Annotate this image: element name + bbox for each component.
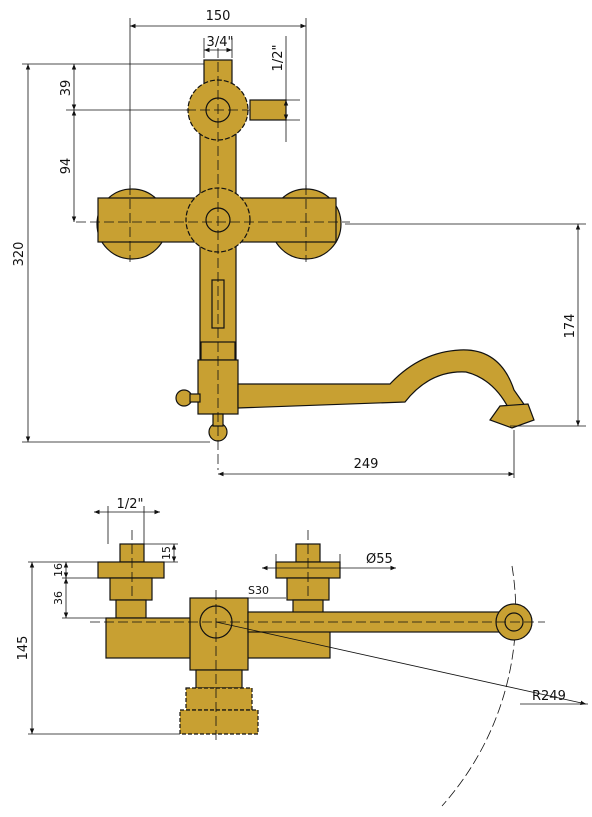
outlet-nipple: [249, 99, 287, 121]
dim-line-radius: [215, 621, 587, 705]
dim-outlet-label: 1/2": [271, 45, 286, 72]
gear-knob-upper: [185, 687, 253, 711]
aerator: [489, 403, 535, 429]
front-extension-lines: [22, 18, 586, 478]
front-center-lines: [76, 48, 350, 470]
side-view: 1/2" 15 16 36 145 Ø55 S30 R249: [16, 497, 588, 807]
dim-39-label: 39: [59, 80, 74, 97]
dim-thread-label: 1/2": [117, 497, 144, 512]
gear-knob-lower: [179, 709, 259, 735]
front-dimension-labels: 150 3/4" 1/2" 39 94 320 174 249: [12, 9, 578, 472]
left-hex: [109, 577, 153, 601]
left-stem: [115, 599, 147, 619]
side-dimension-labels: 1/2" 15 16 36 145 Ø55 S30 R249: [16, 497, 566, 704]
dim-320-label: 320: [12, 242, 27, 267]
diverter-stem: [189, 393, 201, 403]
dim-174-label: 174: [563, 314, 578, 339]
dim-36-label: 36: [52, 591, 65, 605]
left-collar: [97, 561, 165, 579]
front-dimension-lines: [25, 23, 581, 477]
dim-inlet-label: 3/4": [207, 35, 234, 50]
dim-width-label: 150: [206, 9, 231, 24]
side-dimension-lines: [29, 509, 588, 734]
dim-15-label: 15: [160, 546, 173, 560]
dim-94-label: 94: [59, 158, 74, 175]
spout: [237, 349, 529, 421]
dim-145-label: 145: [16, 636, 31, 661]
dim-249-label: 249: [354, 457, 379, 472]
side-center-lines: [90, 530, 545, 740]
dim-diameter-label: Ø55: [366, 552, 393, 567]
dim-s30-label: S30: [248, 584, 269, 597]
dim-16-label: 16: [52, 563, 65, 577]
side-extension-lines: [28, 506, 341, 735]
front-view: 150 3/4" 1/2" 39 94 320 174 249: [12, 9, 586, 478]
dim-radius-label: R249: [532, 689, 566, 704]
front-faucet-body: [96, 59, 535, 442]
cartridge: [195, 669, 243, 689]
radius-arc: [441, 565, 517, 807]
side-faucet-body: [97, 543, 533, 735]
